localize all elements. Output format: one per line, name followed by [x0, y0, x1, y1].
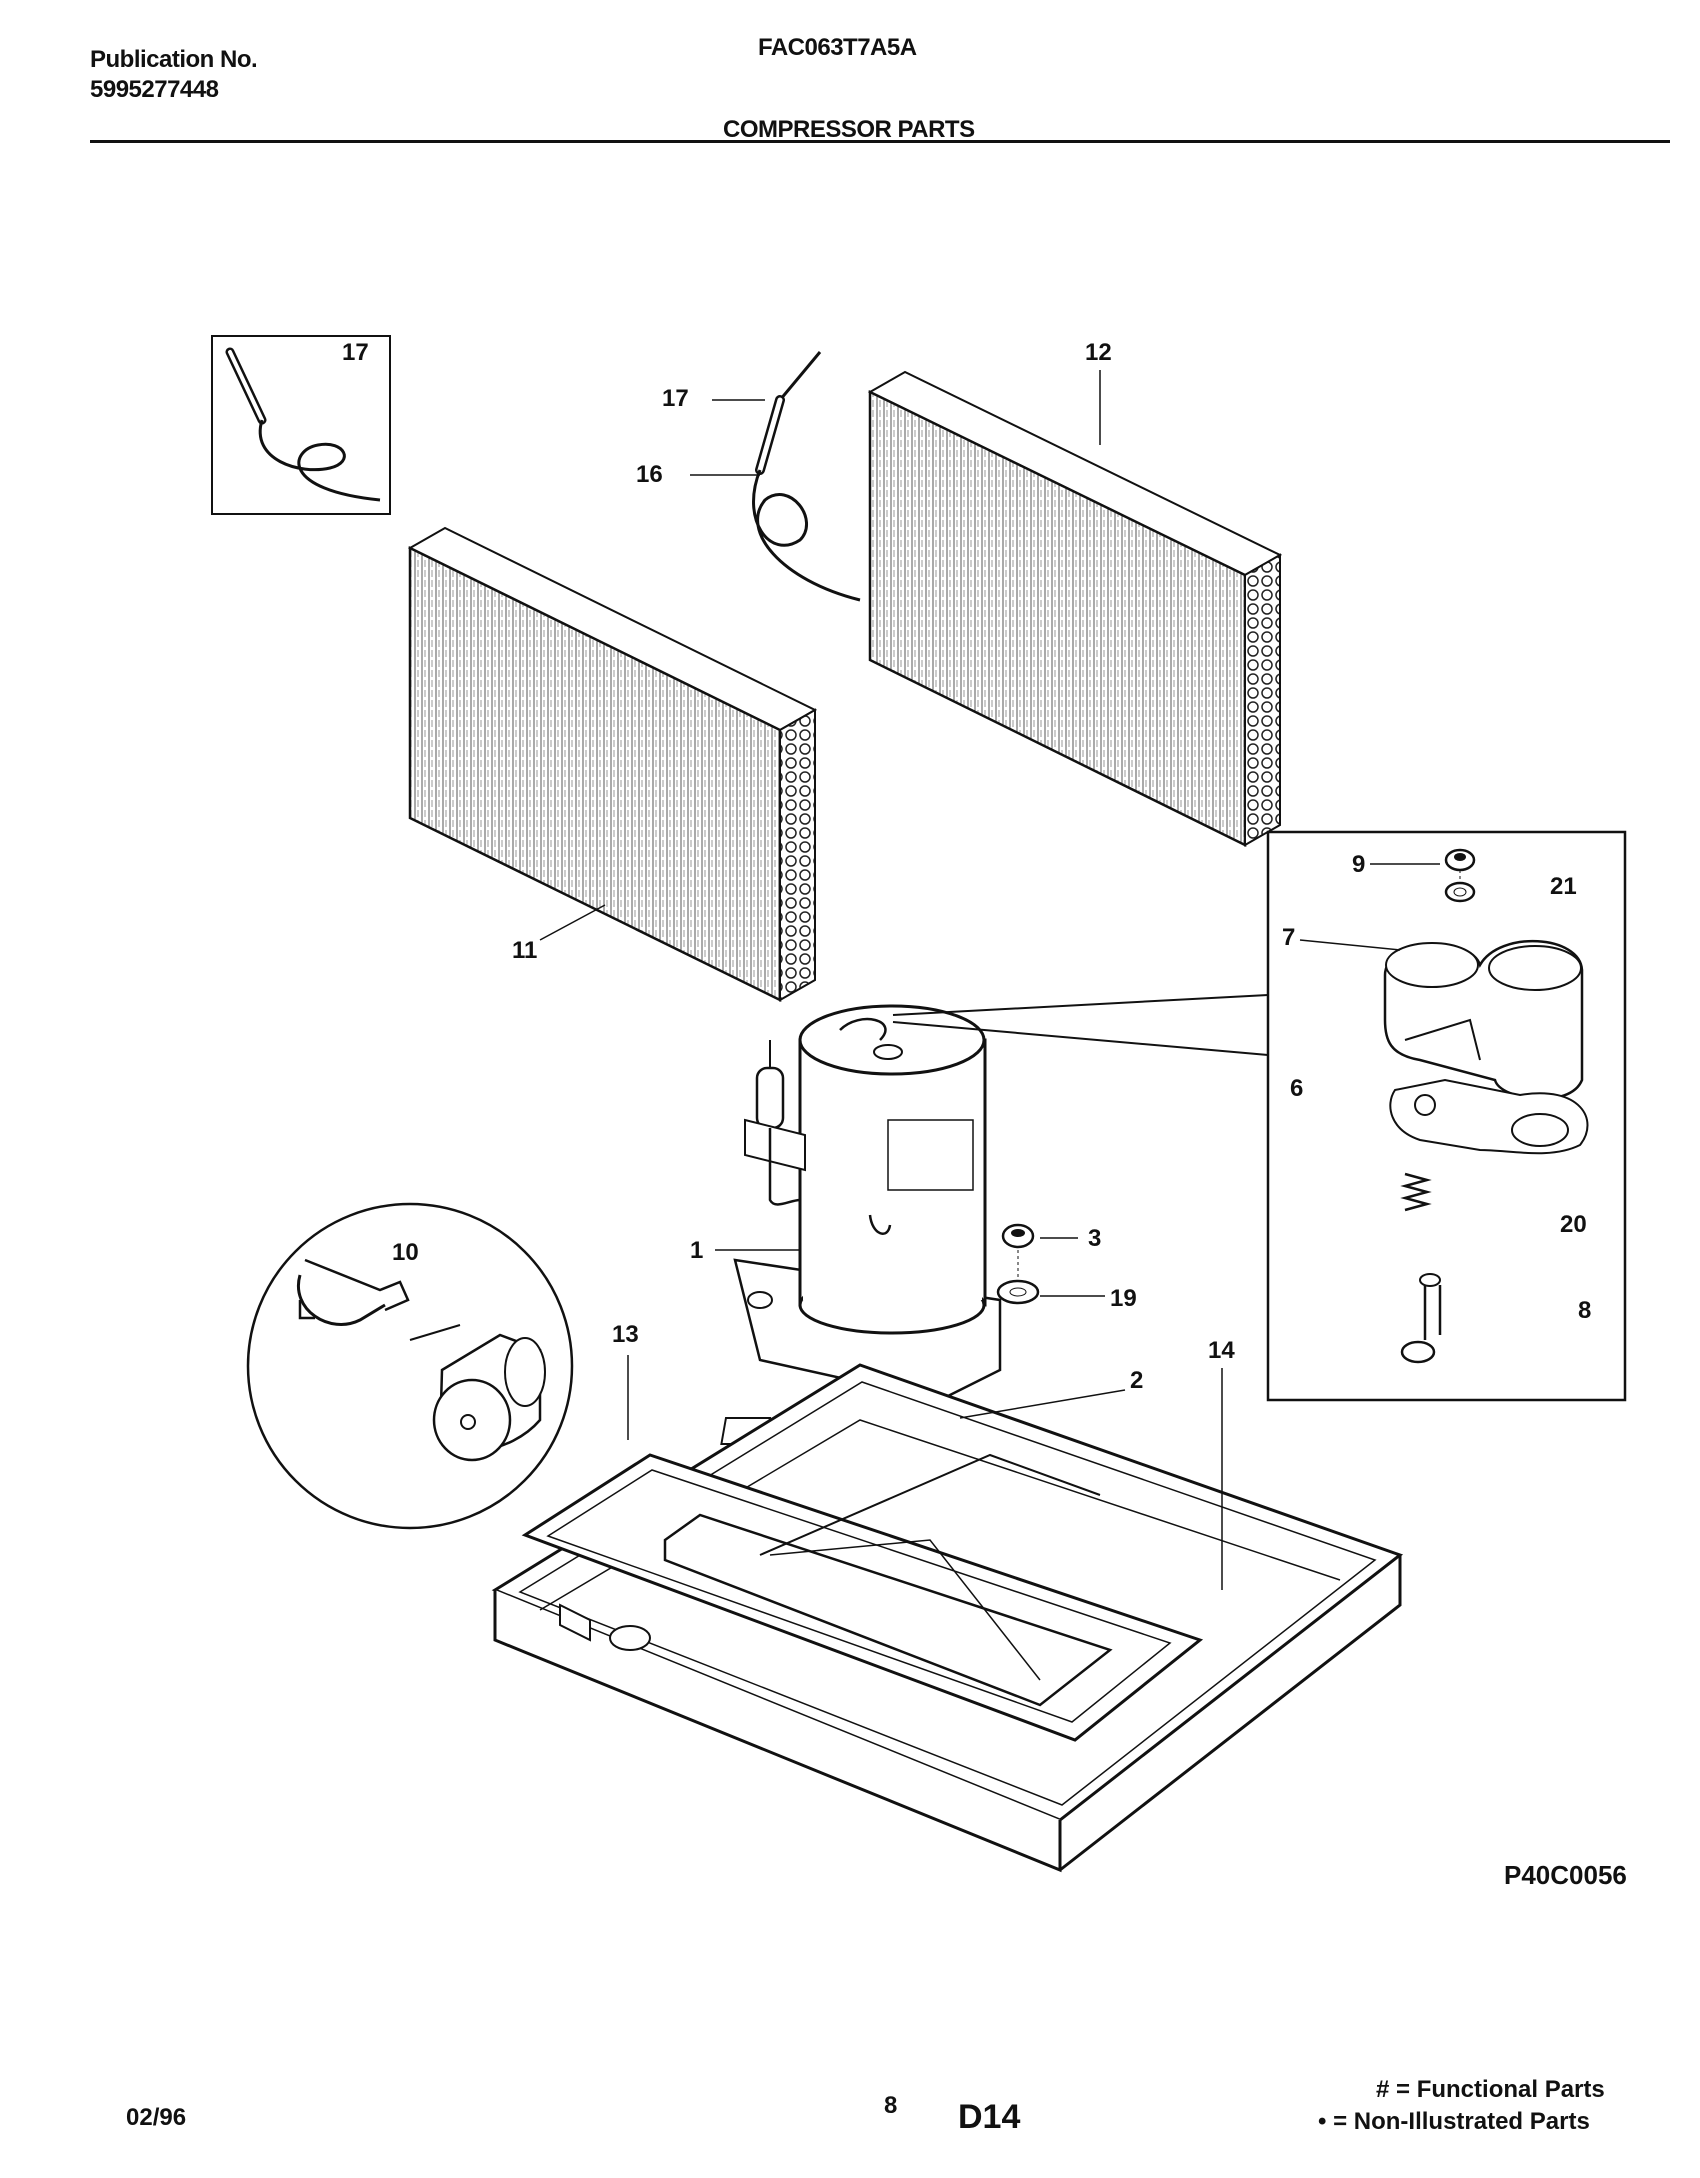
- model-number: FAC063T7A5A: [758, 34, 917, 61]
- publication-label: Publication No.: [90, 46, 258, 73]
- publication-number: 5995277448: [90, 76, 219, 103]
- callout-20: 20: [1560, 1211, 1587, 1238]
- callout-labels: 1 2 3 6 7 8 9 10 11 12 13 14 16 17 17 19…: [342, 339, 1591, 1394]
- callout-10: 10: [392, 1239, 419, 1266]
- leader-lines: [539, 370, 1440, 1590]
- callout-8: 8: [1578, 1297, 1591, 1324]
- callout-13: 13: [612, 1321, 639, 1348]
- condenser-coil: [407, 526, 818, 1003]
- evaporator-coil: [867, 370, 1283, 848]
- sensor-bulb-inset: [211, 335, 391, 515]
- capacitor-inset: [246, 1202, 574, 1530]
- drain-pan: [521, 1453, 1204, 1742]
- compressor: [733, 1004, 1002, 1402]
- section-title: COMPRESSOR PARTS: [723, 116, 975, 143]
- revision-date: 02/96: [126, 2104, 187, 2131]
- callout-6: 6: [1290, 1075, 1303, 1102]
- header-rule: [90, 140, 1670, 143]
- callout-3: 3: [1088, 1225, 1101, 1252]
- terminal-cover-detail: [892, 830, 1627, 1402]
- sensor-bulb-assembly: [752, 351, 861, 602]
- callout-17-inset: 17: [342, 339, 369, 366]
- callout-19: 19: [1110, 1285, 1137, 1312]
- callout-1: 1: [690, 1237, 703, 1264]
- callout-12: 12: [1085, 339, 1112, 366]
- callout-17-main: 17: [662, 385, 689, 412]
- callout-11: 11: [512, 937, 537, 964]
- legend-functional-parts: # = Functional Parts: [1376, 2076, 1605, 2103]
- callout-14: 14: [1208, 1337, 1235, 1364]
- drawing-id: P40C0056: [1504, 1860, 1627, 1890]
- callout-9: 9: [1352, 851, 1365, 878]
- page-number: 8: [884, 2092, 898, 2119]
- callout-16: 16: [636, 461, 663, 488]
- callout-7: 7: [1282, 924, 1295, 951]
- legend-non-illustrated-parts: • = Non-Illustrated Parts: [1318, 2108, 1590, 2135]
- callout-21: 21: [1550, 873, 1577, 900]
- page-code: D14: [958, 2098, 1021, 2136]
- callout-2: 2: [1130, 1367, 1143, 1394]
